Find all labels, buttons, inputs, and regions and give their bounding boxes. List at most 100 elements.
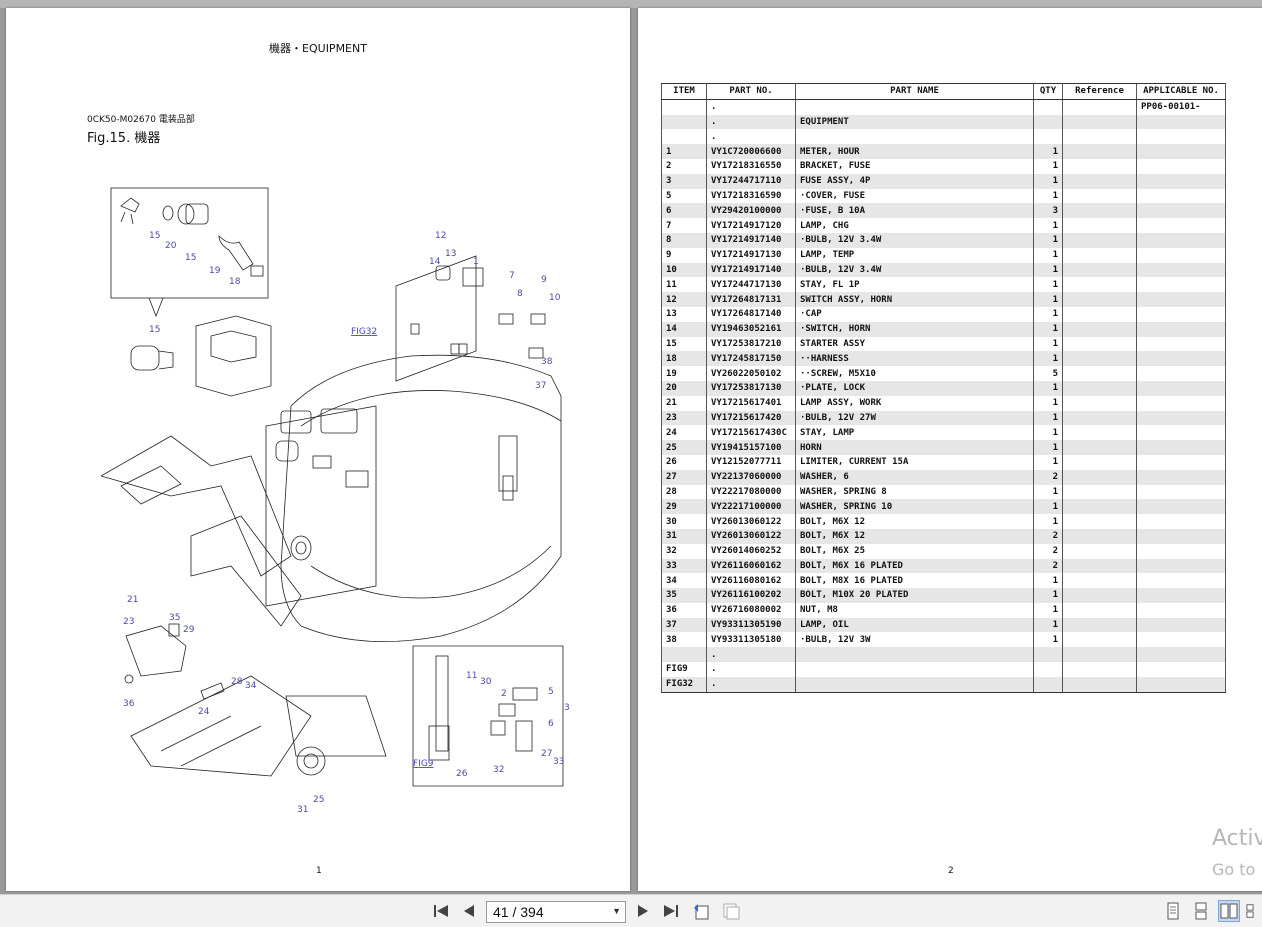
cell-qty: 1 <box>1033 499 1063 515</box>
cell-part-no: VY17253817210 <box>706 336 796 352</box>
cell-item: 29 <box>661 499 707 515</box>
callout: 3 <box>564 703 570 713</box>
cell-applicable-no <box>1136 306 1226 322</box>
cell-applicable-no <box>1136 292 1226 307</box>
cell-qty: 2 <box>1033 469 1063 485</box>
table-row: . <box>661 129 1226 145</box>
cell-item: 9 <box>661 247 707 263</box>
cell-part-name <box>795 662 1034 677</box>
cell-applicable-no <box>1136 366 1226 381</box>
cell-qty: 1 <box>1033 158 1063 174</box>
cell-qty: 1 <box>1033 410 1063 426</box>
callout: 21 <box>127 595 138 605</box>
cell-applicable-no <box>1136 158 1226 174</box>
cell-applicable-no <box>1136 484 1226 500</box>
cell-part-no: VY17264817131 <box>706 292 796 307</box>
page-heading: 機器・EQUIPMENT <box>269 42 367 55</box>
cell-applicable-no <box>1136 662 1226 677</box>
cell-qty: 1 <box>1033 573 1063 589</box>
cell-qty: 1 <box>1033 306 1063 322</box>
page-number-select[interactable]: 41 / 394 ▼ <box>486 901 626 923</box>
cell-part-name <box>795 99 1034 115</box>
cell-part-name: ·CAP <box>795 306 1034 322</box>
cell-item <box>661 647 707 663</box>
fig-ref-label[interactable]: FIG9 <box>413 759 434 769</box>
cell-item: 28 <box>661 484 707 500</box>
cell-reference <box>1062 499 1137 515</box>
cell-part-name: WASHER, SPRING 10 <box>795 499 1034 515</box>
page-right: ITEM PART NO. PART NAME QTY Reference AP… <box>638 8 1262 891</box>
callout: 1 <box>473 257 479 267</box>
callout: 27 <box>541 749 552 759</box>
cell-qty <box>1033 647 1063 663</box>
cell-part-no: . <box>706 99 796 115</box>
cell-reference <box>1062 218 1137 233</box>
cell-applicable-no <box>1136 573 1226 589</box>
cell-part-name: ·BULB, 12V 3.4W <box>795 262 1034 278</box>
cell-qty: 1 <box>1033 425 1063 441</box>
column-header-applicable-no: APPLICABLE NO. <box>1136 83 1226 100</box>
next-view-icon[interactable] <box>720 900 742 922</box>
cell-part-no: VY12152077711 <box>706 454 796 470</box>
single-page-view-icon[interactable] <box>1162 900 1184 922</box>
cell-qty: 1 <box>1033 292 1063 307</box>
cell-qty: 1 <box>1033 380 1063 396</box>
cell-reference <box>1062 203 1137 219</box>
last-page-icon[interactable] <box>660 900 682 922</box>
cell-applicable-no <box>1136 514 1226 529</box>
cell-reference <box>1062 262 1137 278</box>
cell-reference <box>1062 247 1137 263</box>
prev-page-icon[interactable] <box>458 900 480 922</box>
cell-reference <box>1062 292 1137 307</box>
first-page-icon[interactable] <box>430 900 452 922</box>
cell-part-no: VY17245817150 <box>706 351 796 367</box>
cell-part-no: VY17214917140 <box>706 262 796 278</box>
cell-qty: 1 <box>1033 247 1063 263</box>
cell-item: 35 <box>661 588 707 603</box>
cell-reference <box>1062 158 1137 174</box>
cell-qty: 1 <box>1033 440 1063 455</box>
cell-reference <box>1062 380 1137 396</box>
continuous-facing-view-icon[interactable] <box>1246 900 1262 922</box>
callout: 11 <box>466 671 477 681</box>
cell-part-no: . <box>706 662 796 677</box>
cell-item: 26 <box>661 454 707 470</box>
cell-item: 6 <box>661 203 707 219</box>
cell-item: 5 <box>661 188 707 204</box>
continuous-view-icon[interactable] <box>1190 900 1212 922</box>
cell-reference <box>1062 588 1137 603</box>
cell-reference <box>1062 425 1137 441</box>
previous-view-icon[interactable] <box>690 900 712 922</box>
cell-item: FIG32 <box>661 676 707 693</box>
cell-item: 12 <box>661 292 707 307</box>
callout: 33 <box>553 757 564 767</box>
cell-reference <box>1062 188 1137 204</box>
fig-ref-label[interactable]: FIG32 <box>351 327 377 337</box>
callout: 32 <box>493 765 504 775</box>
cell-part-no: VY19415157100 <box>706 440 796 455</box>
cell-part-no: VY17253817130 <box>706 380 796 396</box>
facing-view-icon[interactable] <box>1218 900 1240 922</box>
next-page-icon[interactable] <box>632 900 654 922</box>
cell-part-no: VY17214917120 <box>706 218 796 233</box>
callout: 30 <box>480 677 492 687</box>
cell-part-no: VY22217100000 <box>706 499 796 515</box>
cell-item: 10 <box>661 262 707 278</box>
cell-part-no: VY22217080000 <box>706 484 796 500</box>
cell-applicable-no: PP06-00101- <box>1136 99 1226 115</box>
cell-applicable-no <box>1136 543 1226 559</box>
cell-part-no: VY26116060162 <box>706 558 796 574</box>
cell-applicable-no <box>1136 425 1226 441</box>
column-header-reference: Reference <box>1062 83 1137 100</box>
cell-applicable-no <box>1136 336 1226 352</box>
